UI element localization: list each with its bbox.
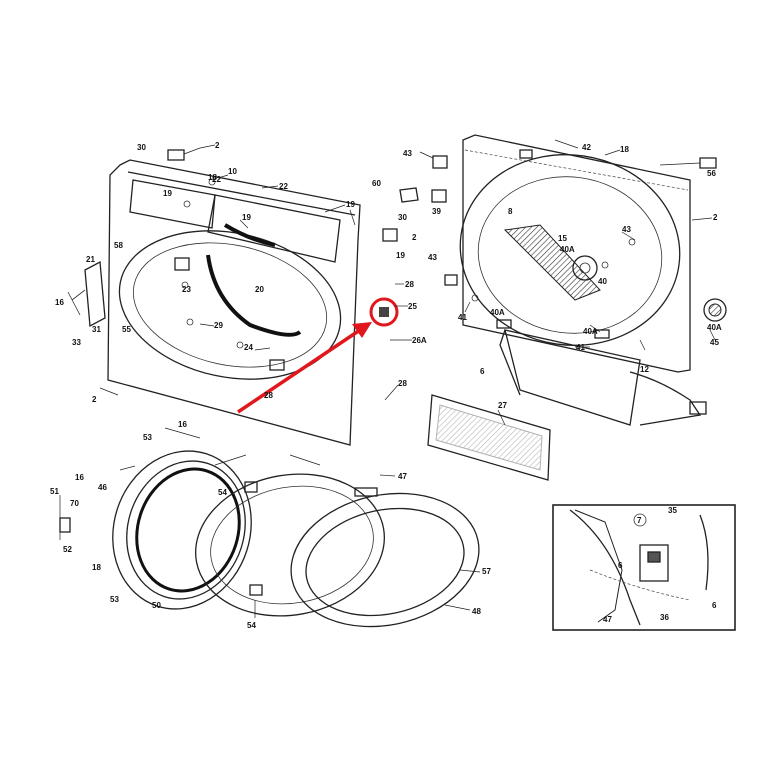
callout-label: 22 — [212, 175, 221, 184]
callout-label: 10 — [228, 167, 237, 176]
callout-label: 27 — [498, 401, 507, 410]
callout-label: 60 — [372, 179, 381, 188]
callout-label: 46 — [98, 483, 107, 492]
callout-label: 25 — [408, 302, 417, 311]
callout-label: 33 — [72, 338, 81, 347]
callout-label: 40A — [560, 245, 575, 254]
inset-detail — [552, 504, 736, 631]
callout-label: 50 — [152, 601, 161, 610]
callout-label: 56 — [707, 169, 716, 178]
callout-label: 18 — [92, 563, 101, 572]
callout-label: 22 — [279, 182, 288, 191]
callout-label: 52 — [63, 545, 72, 554]
callout-label: 53 — [110, 595, 119, 604]
callout-label: 57 — [482, 567, 491, 576]
callout-label: 70 — [70, 499, 79, 508]
rear-bulkhead-assembly — [382, 134, 727, 373]
highlight-arrow-head — [352, 322, 372, 338]
highlight-callout — [237, 297, 399, 414]
callout-label: 43 — [428, 253, 437, 262]
callout-label: 41 — [458, 313, 467, 322]
door-outer-ring — [112, 450, 252, 610]
door-assembly — [59, 450, 480, 628]
callout-label: 40A — [490, 308, 505, 317]
callout-label: 43 — [622, 225, 631, 234]
door-glass-ring — [290, 492, 480, 628]
lint-filter — [427, 394, 551, 481]
callout-label: 30 — [137, 143, 146, 152]
callout-label: 43 — [403, 149, 412, 158]
highlight-circle — [369, 297, 399, 327]
callout-label: 16 — [178, 420, 187, 429]
callout-label: 28 — [405, 280, 414, 289]
callout-labels: 30 2 10 22 19 22 19 19 18 58 21 16 31 33… — [50, 141, 722, 630]
callout-label: 29 — [214, 321, 223, 330]
callout-label: 20 — [255, 285, 264, 294]
callout-label: 16 — [55, 298, 64, 307]
callout-label: 28 — [398, 379, 407, 388]
callout-label: 19 — [396, 251, 405, 260]
callout-label: 23 — [182, 285, 191, 294]
callout-label: 48 — [472, 607, 481, 616]
callout-label: 15 — [558, 234, 567, 243]
callout-label: 55 — [122, 325, 131, 334]
callout-label: 2 — [412, 233, 417, 242]
callout-label: 53 — [143, 433, 152, 442]
inset-callout-label: 7 — [637, 516, 642, 525]
callout-label: 19 — [242, 213, 251, 222]
callout-label: 58 — [114, 241, 123, 250]
callout-label: 21 — [86, 255, 95, 264]
lint-duct-assembly — [499, 329, 707, 426]
callout-label: 16 — [75, 473, 84, 482]
callout-label: 30 — [398, 213, 407, 222]
inset-callout-label: 6 — [618, 561, 623, 570]
door-inner-frame — [195, 473, 385, 617]
callout-label: 26A — [412, 336, 427, 345]
callout-label: 54 — [247, 621, 256, 630]
lint-screen-housing — [503, 224, 601, 301]
highlight-arrow-shaft — [237, 328, 361, 414]
callout-label: 18 — [620, 145, 629, 154]
callout-label: 24 — [244, 343, 253, 352]
callout-label: 47 — [398, 472, 407, 481]
callout-label: 8 — [508, 207, 513, 216]
callout-label: 18 — [208, 173, 217, 182]
inset-callout-label: 35 — [668, 506, 677, 515]
callout-label: 19 — [163, 189, 172, 198]
callout-label: 6 — [480, 367, 485, 376]
callout-label: 40A — [707, 323, 722, 332]
door-gasket-strip — [206, 254, 302, 337]
callout-label: 51 — [50, 487, 59, 496]
callout-label: 31 — [92, 325, 101, 334]
callout-label: 39 — [432, 207, 441, 216]
callout-label: 28 — [264, 391, 273, 400]
callout-label: 19 — [346, 200, 355, 209]
callout-label: 2 — [215, 141, 220, 150]
callout-label: 12 — [640, 365, 649, 374]
callout-label: 2 — [92, 395, 97, 404]
callout-label: 40 — [598, 277, 607, 286]
leader-lines — [99, 139, 716, 618]
callout-label: 40A — [583, 327, 598, 336]
callout-label: 2 — [713, 213, 718, 222]
front-panel-assembly — [67, 147, 361, 446]
callout-label: 54 — [218, 488, 227, 497]
callout-label: 45 — [710, 338, 719, 347]
inset-callout-label: 36 — [660, 613, 669, 622]
callout-label: 41 — [576, 343, 585, 352]
callout-label: 42 — [582, 143, 591, 152]
inset-callout-label: 6 — [712, 601, 717, 610]
inset-callout-label: 47 — [603, 615, 612, 624]
